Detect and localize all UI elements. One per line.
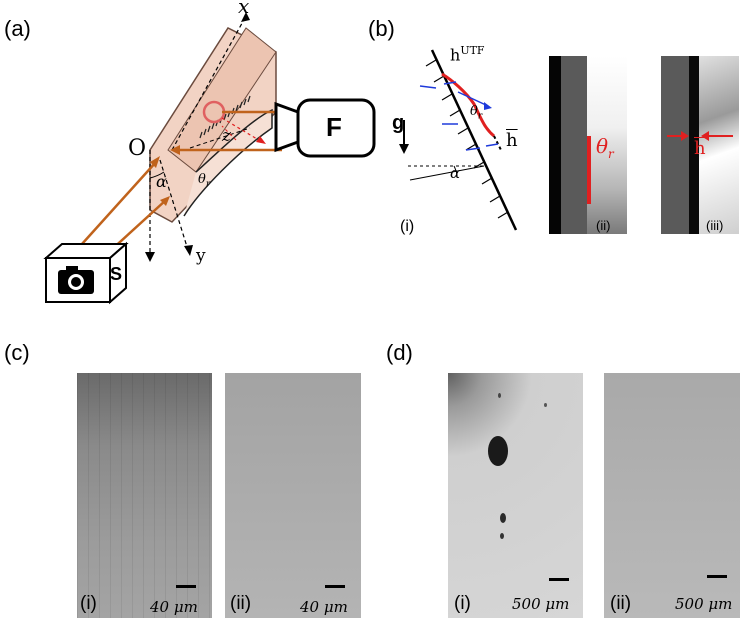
scale-bar-d-ii [707, 575, 727, 578]
panel-a-schematic [43, 12, 376, 305]
h-utf-label: hUTF [450, 44, 485, 65]
image-c-i [77, 373, 212, 618]
panel-a-label: (a) [4, 16, 31, 41]
light-source-box [296, 98, 376, 158]
sub-label-b-iii: (iii) [706, 218, 724, 233]
camera-label: S [110, 264, 123, 284]
scale-text-d-i: 500 μm [512, 595, 570, 613]
droplet-small-2 [500, 533, 504, 539]
h-bar-label: h [506, 130, 518, 151]
alpha-label-b: α [450, 164, 461, 182]
beam-upper [81, 161, 157, 245]
sub-label-b-ii: (ii) [596, 218, 611, 233]
camera-icon [58, 266, 94, 294]
panel-b-schematic [399, 49, 518, 231]
droplet-small-4 [544, 403, 547, 407]
h-bar-arrows [667, 131, 733, 141]
scale-bar-d-i [549, 578, 569, 581]
sub-label-d-ii: (ii) [610, 593, 632, 614]
axis-x-label: x [238, 0, 250, 18]
img-theta-label: θr [596, 134, 614, 161]
scale-bar-c-i [176, 585, 196, 588]
sub-label-c-i: (i) [80, 593, 97, 614]
droplet-large [488, 436, 508, 466]
sub-label-b-i: (i) [400, 218, 415, 235]
panel-b-label: (b) [368, 16, 395, 41]
plate-side-face [167, 27, 277, 173]
droplet-small-3 [498, 393, 501, 398]
gravity-label: g [392, 112, 405, 134]
sub-label-d-i: (i) [454, 593, 471, 614]
panel-c-label: (c) [4, 340, 30, 365]
image-d-ii [604, 373, 740, 618]
image-c-ii [225, 373, 361, 618]
image-b-ii [549, 56, 627, 234]
scale-text-c-ii: 40 μm [300, 598, 348, 616]
image-b-iii [661, 56, 739, 234]
scale-text-c-i: 40 μm [150, 598, 198, 616]
light-source-label: F [326, 112, 342, 142]
light-source-nozzle [274, 101, 300, 153]
theta-label-a: θr [198, 172, 211, 190]
droplet-small-1 [500, 513, 506, 523]
theta-label-b: θr [470, 104, 483, 122]
sub-label-c-ii: (ii) [230, 593, 252, 614]
img-h-bar-label: h [694, 138, 706, 159]
origin-label: O [128, 136, 147, 161]
axis-y-label: y [196, 246, 206, 266]
panel-d-label: (d) [386, 340, 413, 365]
scale-text-d-ii: 500 μm [675, 595, 733, 613]
scale-bar-c-ii [325, 585, 345, 588]
film-profile-b [441, 72, 495, 138]
alpha-label: α [156, 172, 167, 191]
image-d-i [448, 373, 583, 618]
film-profile [183, 108, 273, 217]
axis-z-label: z [222, 126, 231, 146]
